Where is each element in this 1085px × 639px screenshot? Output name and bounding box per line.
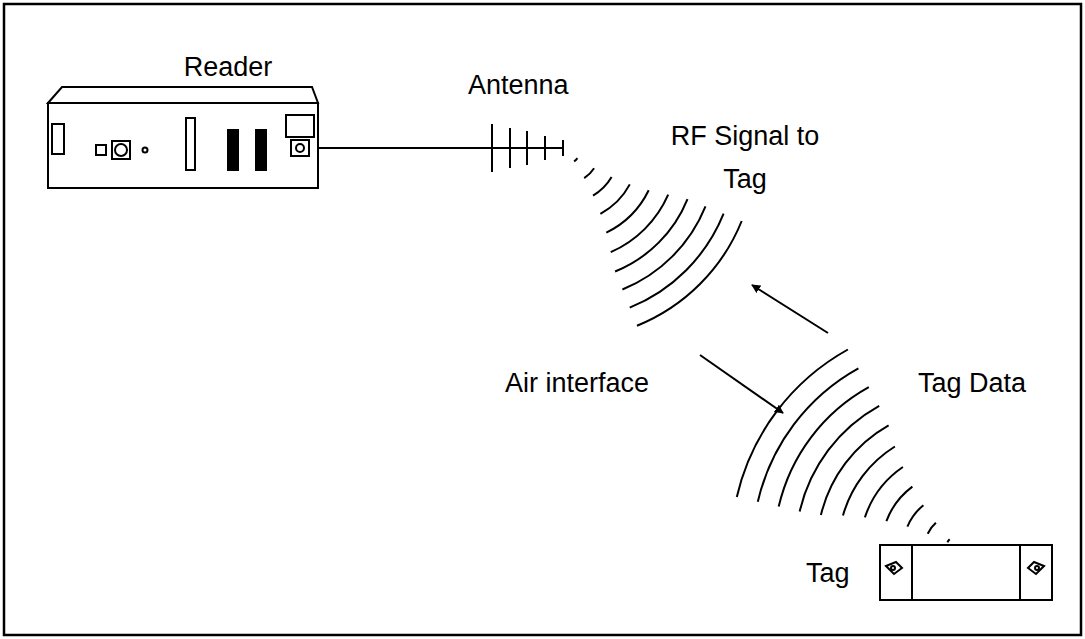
reader-device bbox=[48, 87, 318, 188]
wave-arc bbox=[637, 221, 742, 326]
tag-data-label: Tag Data bbox=[918, 362, 1026, 405]
wave-arc bbox=[758, 368, 859, 502]
air-interface-label: Air interface bbox=[505, 362, 649, 405]
antenna-label: Antenna bbox=[468, 64, 569, 107]
wave-arc bbox=[865, 467, 903, 517]
reader-label: Reader bbox=[184, 46, 273, 89]
wave-arc bbox=[600, 184, 629, 213]
wave-arc bbox=[737, 350, 848, 497]
tag-device bbox=[880, 545, 1052, 600]
wave-arc bbox=[947, 539, 949, 542]
wave-arc bbox=[821, 425, 889, 515]
wave-arc bbox=[611, 195, 669, 253]
wave-arc bbox=[630, 214, 724, 308]
rf-waves bbox=[574, 158, 742, 326]
wave-arc bbox=[800, 406, 880, 512]
signal-label: RF Signal to Tag bbox=[670, 115, 820, 201]
frame bbox=[4, 4, 1081, 635]
wave-arc bbox=[907, 505, 923, 526]
wave-arc bbox=[622, 206, 705, 289]
tag-waves bbox=[737, 350, 950, 543]
wave-arc bbox=[886, 487, 912, 521]
wave-arc bbox=[574, 158, 577, 161]
wave-arc bbox=[606, 190, 648, 232]
tag-label: Tag bbox=[806, 552, 850, 595]
wave-arc bbox=[779, 387, 869, 507]
wave-arc bbox=[928, 523, 936, 534]
antenna-symbol bbox=[318, 124, 563, 172]
wave-arc bbox=[593, 177, 612, 196]
wave-arc bbox=[584, 168, 594, 178]
air-interface-arrows bbox=[700, 285, 828, 413]
wave-arc bbox=[615, 199, 687, 271]
